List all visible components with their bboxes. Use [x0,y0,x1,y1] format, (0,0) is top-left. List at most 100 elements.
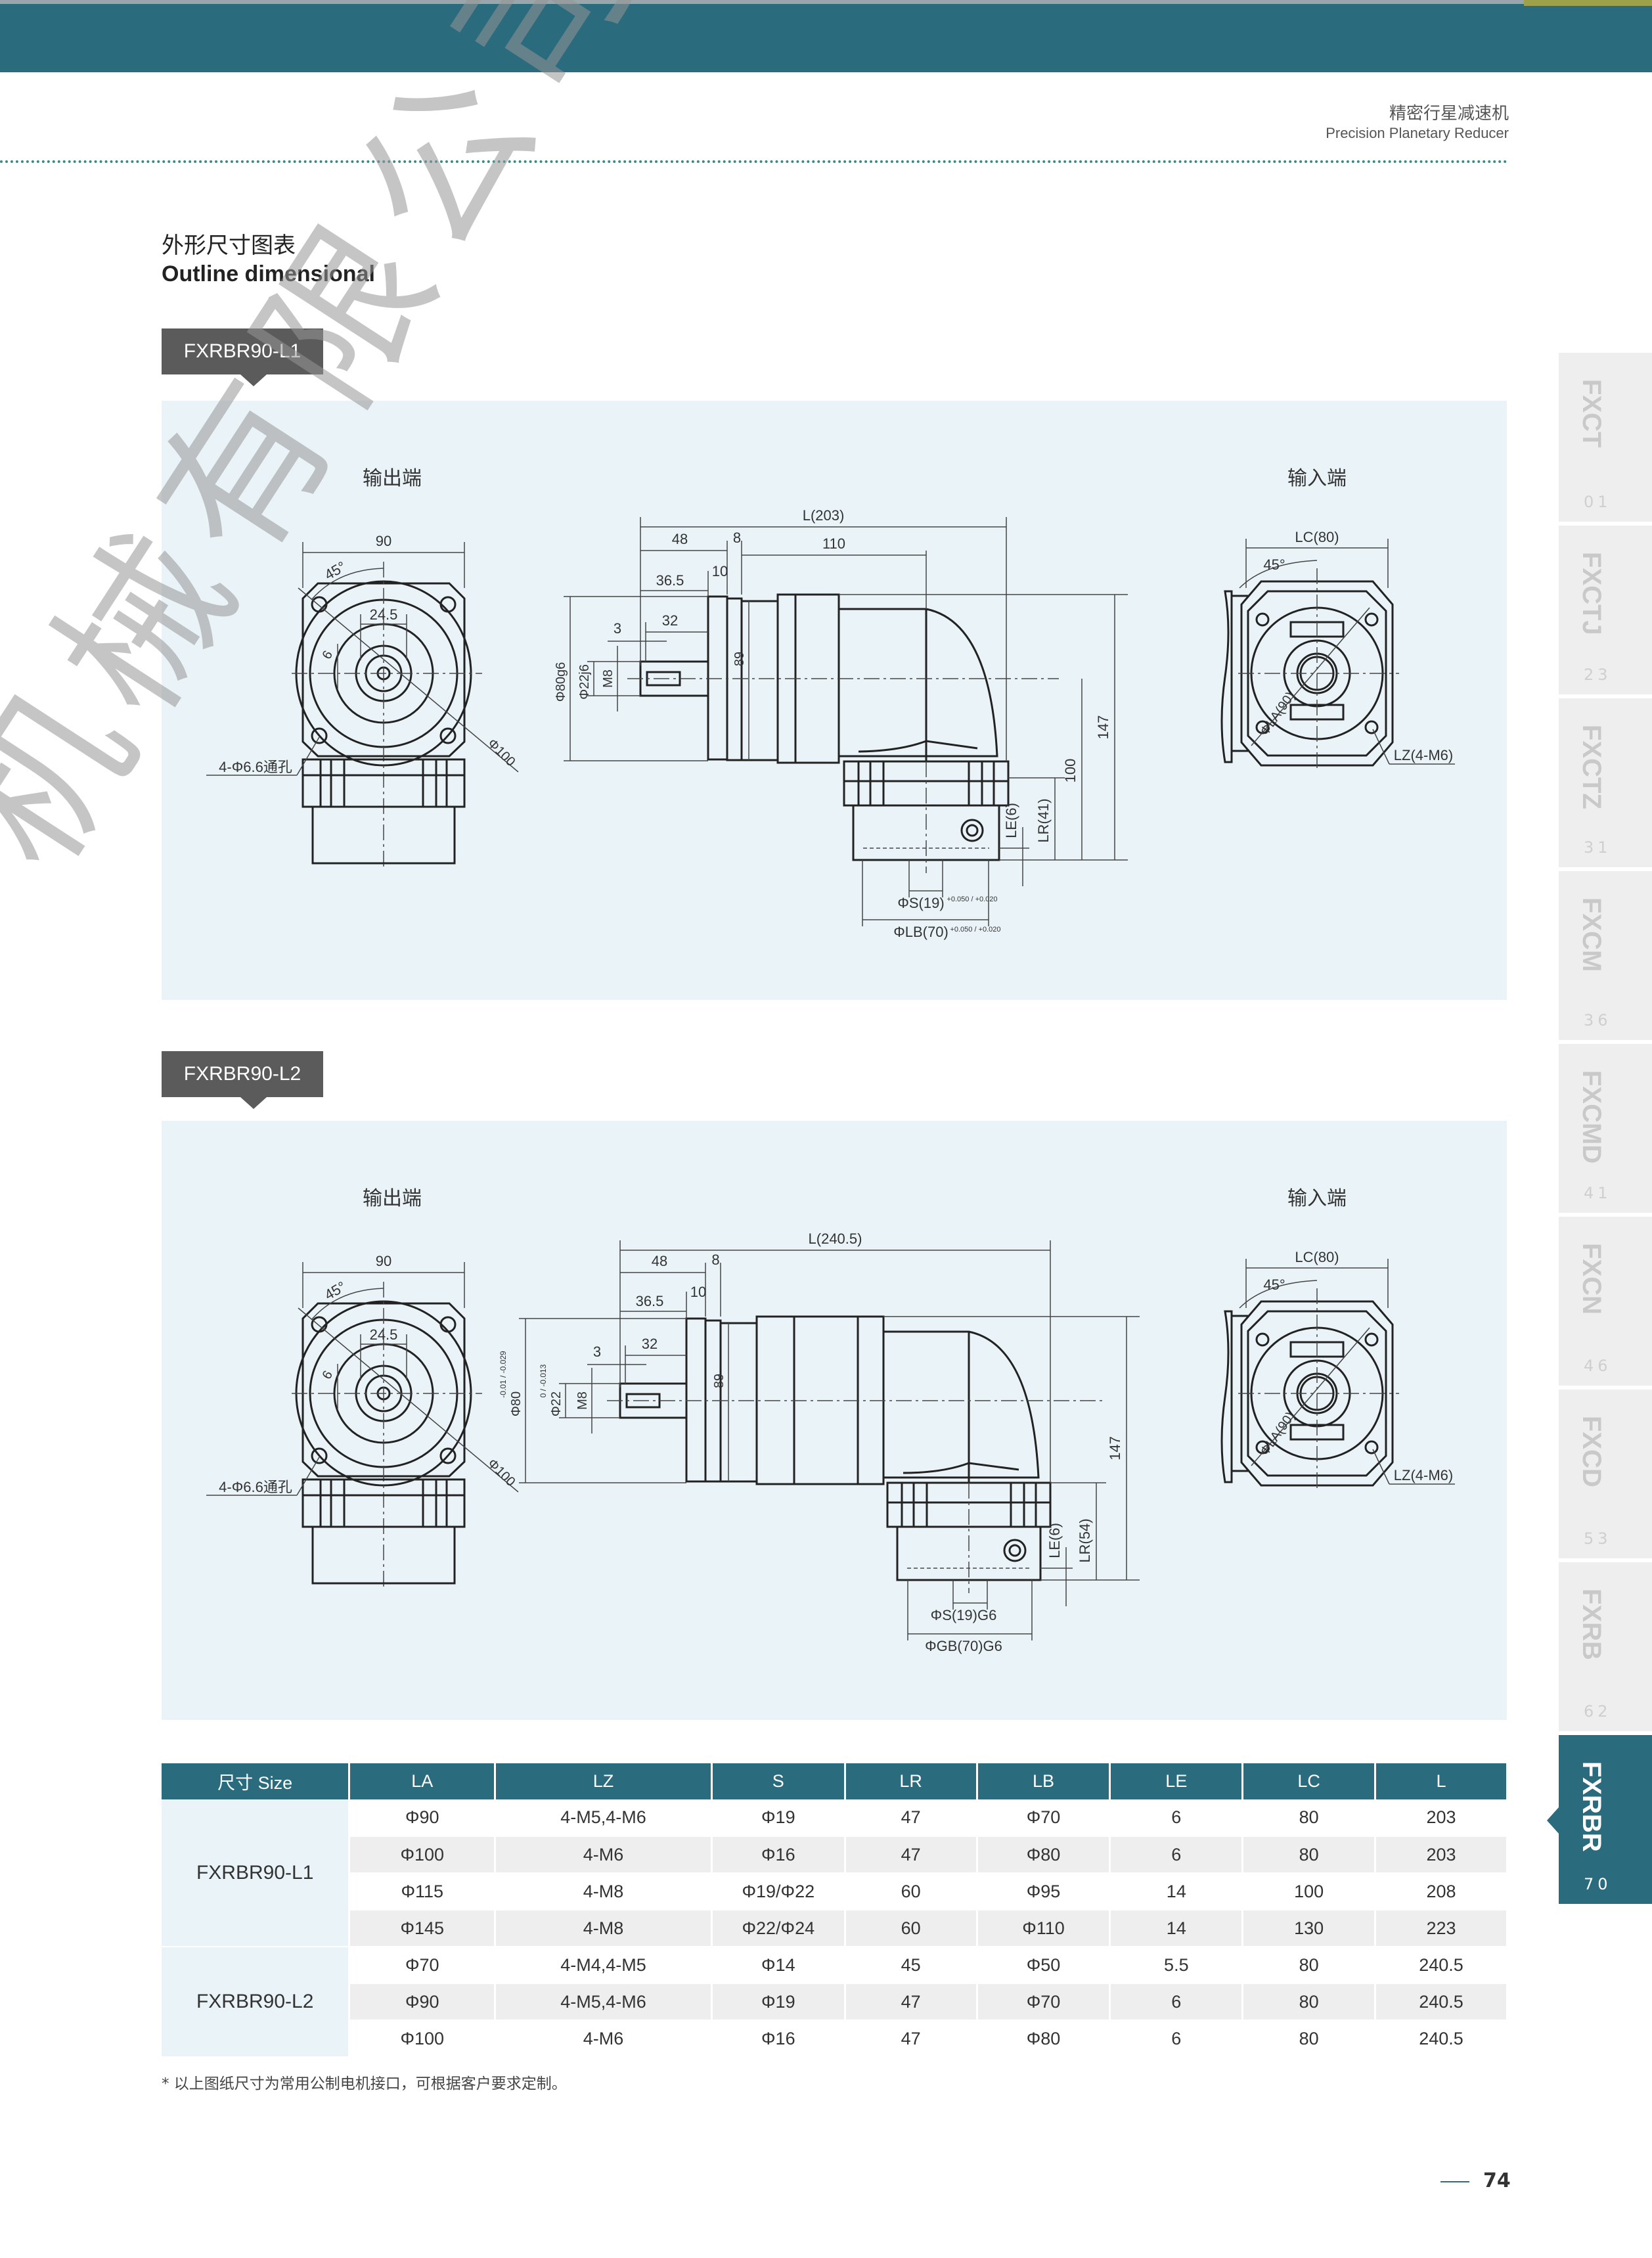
dimension-label: ΦLA(90) [1257,689,1298,738]
dimension-label: 110 [822,535,845,552]
table-cell: 6 [1109,1799,1244,1837]
angle-arc [1239,560,1318,589]
input-end-label: 输入端 [1287,1188,1347,1209]
dimension-label: 8 [733,530,741,546]
column-header: LC [1242,1763,1377,1799]
table-cell: 47 [845,1983,978,2021]
dimension-label: 48 [672,531,688,547]
dimension-label: ΦS(19)G6 [931,1607,997,1623]
table-cell: 60 [845,1873,978,1910]
dimension-label: 90 [376,533,391,549]
table-cell: 223 [1375,1910,1508,1947]
housing-body [311,805,456,865]
section-title-cn: 外形尺寸图表 [162,233,296,259]
table-cell: Φ22/Φ24 [711,1910,846,1947]
dimension-label: 90 [376,1253,391,1269]
input-flange-inner [1247,1310,1387,1477]
table-cell: 208 [1375,1873,1508,1910]
table-cell: 60 [845,1910,978,1947]
table-cell: Φ95 [977,1873,1111,1910]
sidebar-tab-page: 41 [1584,1184,1612,1202]
dimension-label: LR(54) [1077,1518,1093,1562]
mounting-hole-icon [311,596,328,613]
right-angle-elbow [883,1330,1040,1479]
sidebar-tab-label: FXCM [1577,897,1606,972]
tolerance-label: +0.050 / +0.020 [950,926,1000,934]
table-cell: 240.5 [1375,1983,1508,2021]
input-flange-inner [1247,590,1387,757]
dimension-label: Φ80g6 [554,662,568,702]
output-flange-outline [301,1302,466,1478]
input-end-label: 输入端 [1287,468,1347,489]
dimension-label: ΦLA(90) [1257,1409,1298,1458]
dimension-label: LC(80) [1295,1249,1339,1265]
table-cell: Φ16 [711,1836,846,1874]
sidebar-tab-label: FXCTJ [1577,552,1606,635]
dimension-label: LE(6) [1046,1523,1063,1558]
mounting-hole-icon [1255,612,1270,627]
drawing-line [296,1456,320,1496]
sidebar-tab-fxcm[interactable]: FXCM 36 [1559,871,1652,1042]
dimension-label: 24.5 [370,606,398,623]
motor-adapter [896,1525,1042,1581]
clamp-access-hole-icon [960,819,984,842]
table-cell: Φ90 [349,1983,497,2021]
table-cell: 4-M5,4-M6 [495,1799,713,1837]
dimension-label: 3 [614,620,621,637]
sidebar-tab-page: 36 [1584,1011,1612,1029]
pilot-plate [707,595,728,761]
dimension-label: 6 [319,1368,336,1382]
table-cell: Φ115 [349,1873,497,1910]
column-header: 尺寸 Size [162,1763,351,1799]
table-cell: Φ70 [349,1947,497,1984]
dimension-label: LE(6) [1003,803,1019,838]
dimension-label: 48 [652,1253,667,1269]
table-cell: 47 [845,1799,978,1837]
dimension-label: L(203) [803,507,845,524]
dimension-label: 32 [662,612,678,629]
elbow-rib [903,1462,1019,1474]
dimension-label: Φ80 [509,1391,524,1416]
dimension-label: 32 [642,1336,658,1352]
dimension-label: 3 [593,1344,601,1360]
mounting-hole-icon [1364,1440,1379,1455]
sidebar-tab-label: FXCTZ [1577,725,1606,809]
drawing-line [296,736,320,776]
mounting-hole-icon [311,727,328,744]
table-cell: Φ90 [349,1799,497,1837]
page-number-rule [1440,2181,1469,2182]
tolerance-label: +0.050 / +0.020 [947,895,997,903]
mounting-hole-icon [439,727,457,744]
mounting-hole-icon [311,1316,328,1333]
model-tag-l1: FXRBR90-L1 [162,328,323,386]
mounting-hole-icon [439,1316,457,1333]
dimension-label: Φ100 [485,1456,518,1489]
table-cell: Φ19/Φ22 [711,1873,846,1910]
column-header: LR [845,1763,978,1799]
dimension-label: 147 [1107,1436,1123,1460]
table-cell: 80 [1242,1799,1377,1837]
table-cell: 100 [1242,1873,1377,1910]
table-cell: 80 [1242,1836,1377,1874]
table-cell: 203 [1375,1799,1508,1837]
dimension-label: 45° [322,558,349,583]
header-bar [0,4,1652,72]
gear-housing [719,1322,758,1483]
column-header: LZ [495,1763,713,1799]
adapter-plate [1220,590,1233,763]
